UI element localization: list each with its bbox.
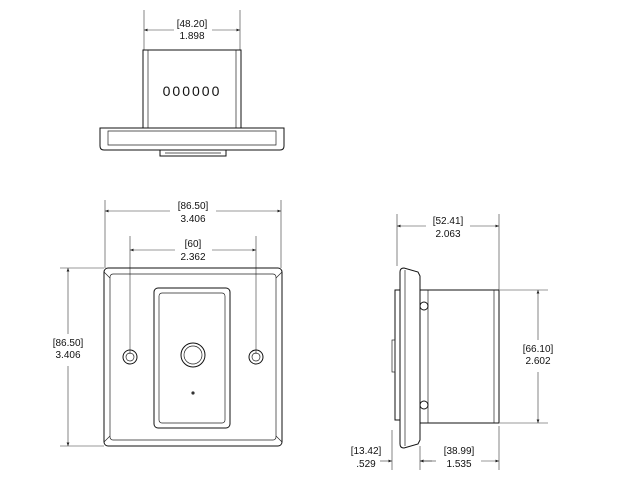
side-depth-dimension: [52.41] 2.063 <box>396 214 500 290</box>
top-pins-label: 000000 <box>163 83 222 99</box>
side-depth-mm: [52.41] <box>433 216 464 227</box>
front-plate <box>103 267 283 447</box>
reader-module <box>153 287 231 429</box>
side-body-height-in: 2.602 <box>525 356 550 367</box>
front-height-mm: [86.50] <box>53 338 84 349</box>
top-view: [48.20] 1.898 000000 <box>99 10 285 157</box>
top-width-mm: [48.20] <box>177 19 208 30</box>
screw-top-icon <box>419 301 429 311</box>
push-button-icon <box>180 342 206 368</box>
top-body: 000000 <box>142 49 242 129</box>
top-flange <box>99 127 285 157</box>
plate-depth-mm: [13.42] <box>351 446 382 457</box>
side-profile <box>391 267 500 449</box>
top-width-dimension: [48.20] 1.898 <box>143 10 241 50</box>
top-width-in: 1.898 <box>179 31 204 42</box>
front-hole-spacing-dimension: [60] 2.362 <box>129 236 257 354</box>
hole-spacing-in: 2.362 <box>180 252 205 263</box>
side-body-height-dimension: [66.10] 2.602 <box>500 289 554 424</box>
side-body-height-mm: [66.10] <box>523 344 554 355</box>
mounting-hole-left <box>122 349 138 365</box>
side-depth-in: 2.063 <box>435 229 460 240</box>
front-view: [86.50] 3.406 [60] 2.362 [86.50] 3.406 <box>53 200 283 447</box>
plate-depth-in: .529 <box>356 459 376 470</box>
led-indicator-icon <box>191 391 195 395</box>
front-width-in: 3.406 <box>180 214 205 225</box>
side-body-depth-dimension: [38.99] 1.535 <box>420 426 500 470</box>
front-height-in: 3.406 <box>55 350 80 361</box>
front-width-mm: [86.50] <box>178 201 209 212</box>
side-view: [52.41] 2.063 [66.10] 2.602 <box>351 214 554 470</box>
hole-spacing-mm: [60] <box>185 239 202 250</box>
body-depth-in: 1.535 <box>446 459 471 470</box>
front-height-dimension: [86.50] 3.406 <box>53 267 104 447</box>
front-width-dimension: [86.50] 3.406 <box>104 200 282 268</box>
screw-bottom-icon <box>419 400 429 410</box>
mounting-hole-right <box>248 349 264 365</box>
body-depth-mm: [38.99] <box>444 446 475 457</box>
